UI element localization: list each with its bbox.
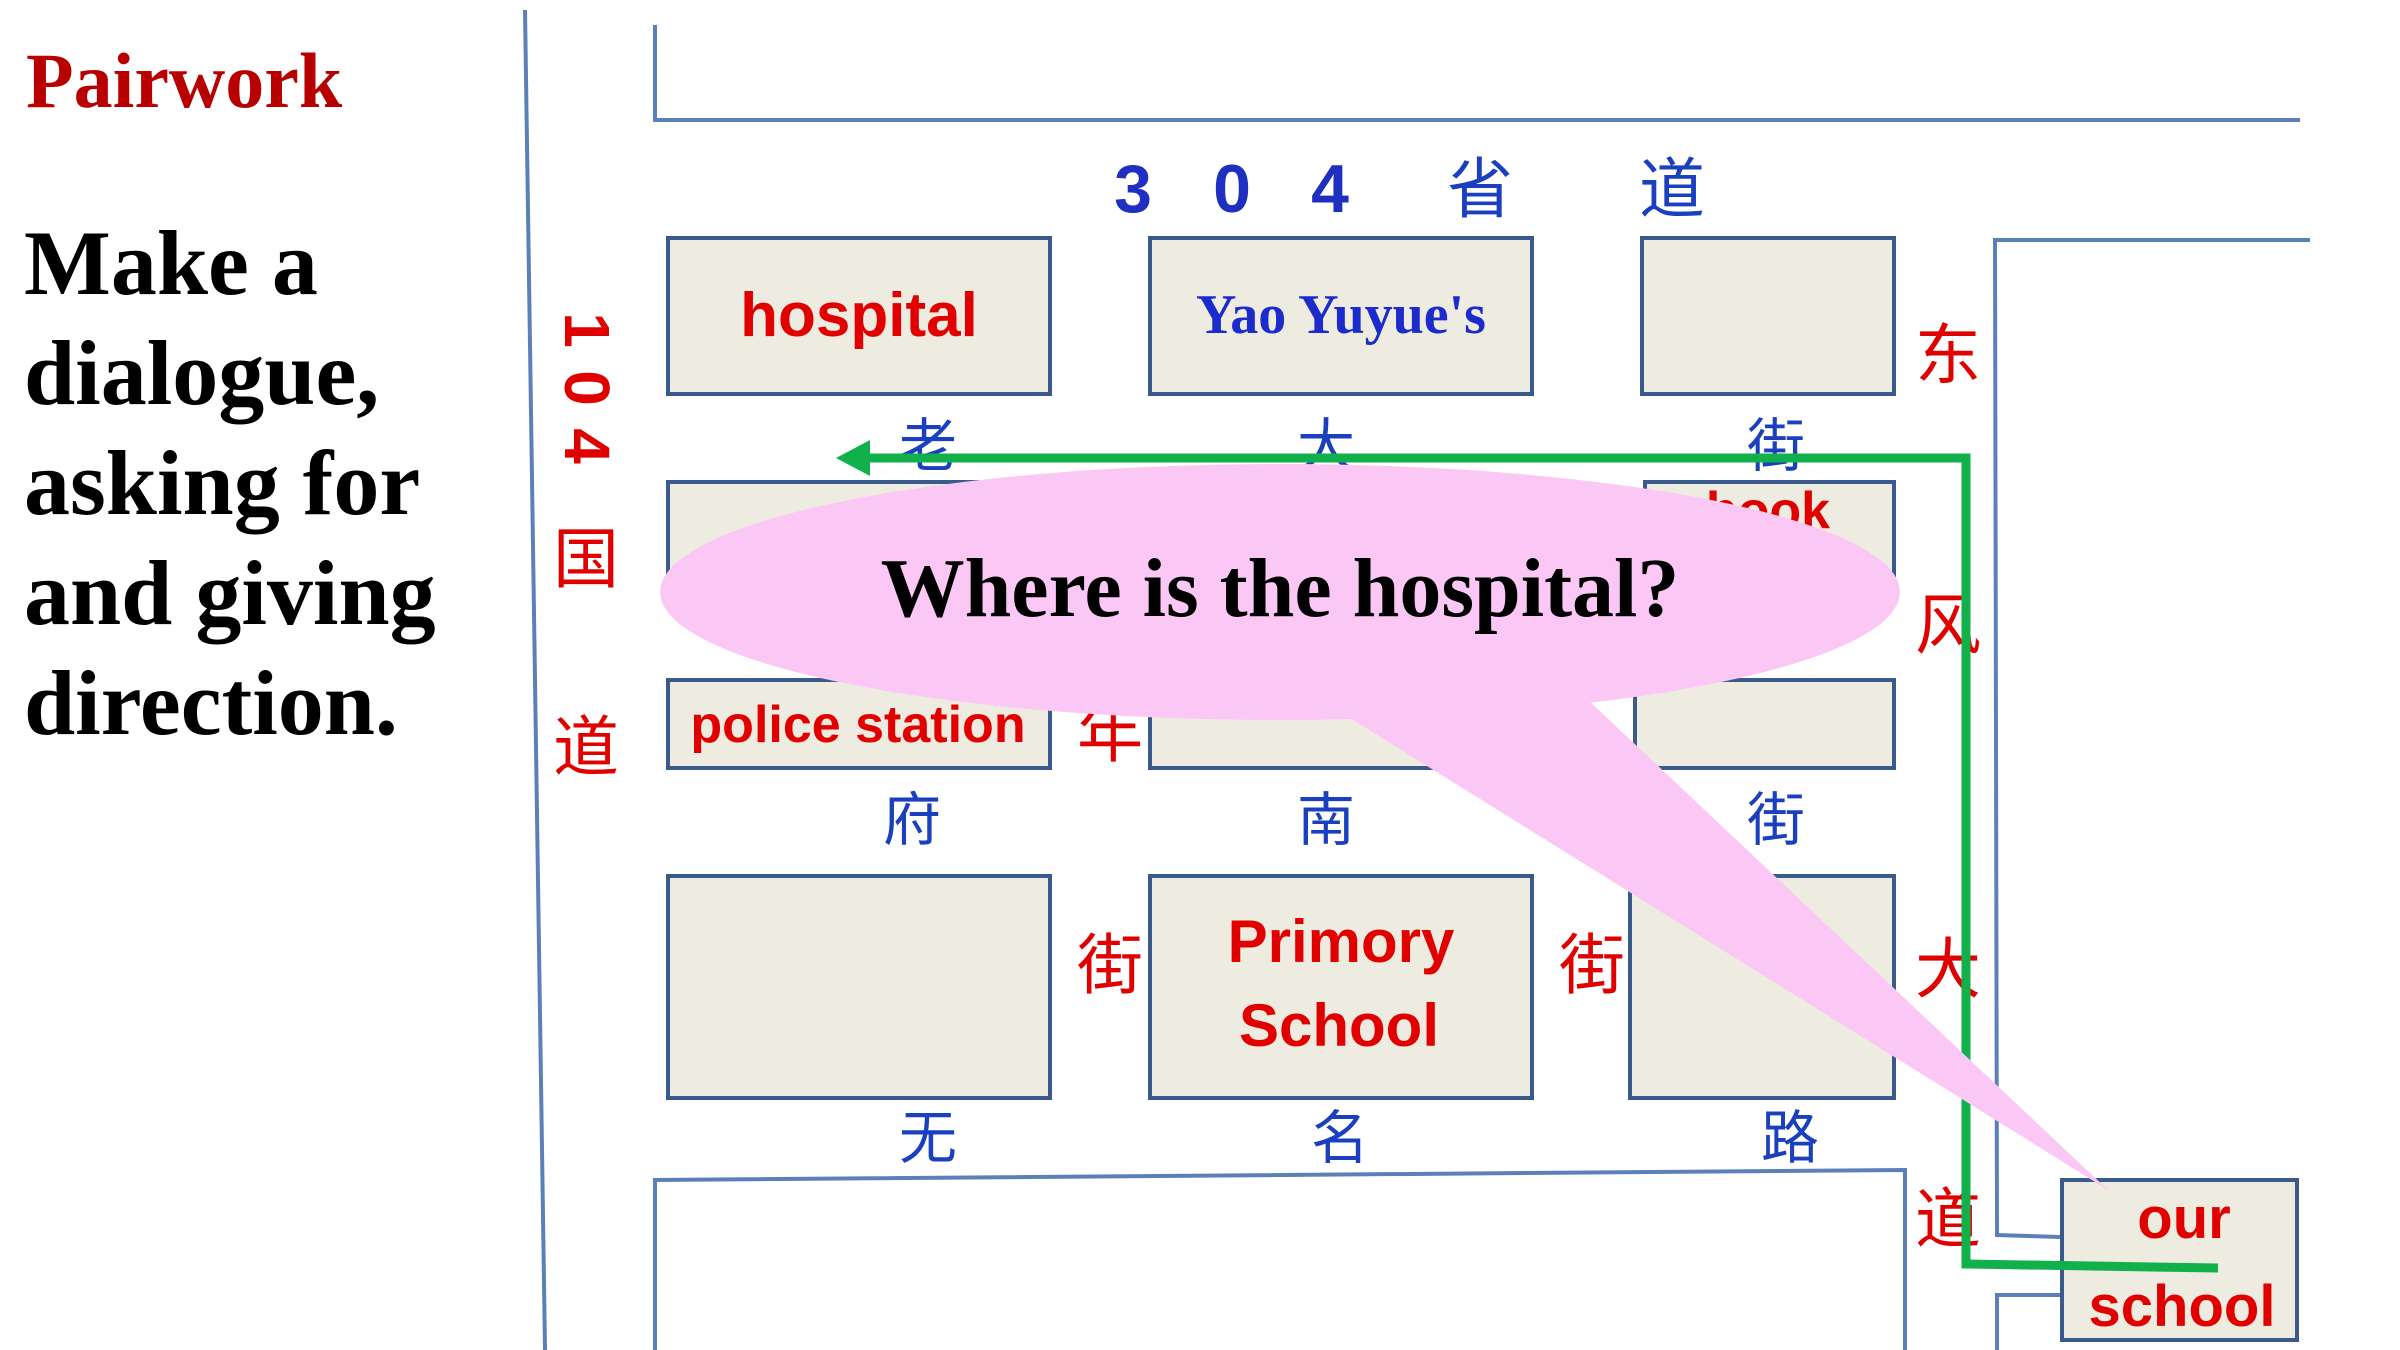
road-lines — [523, 9, 2310, 1350]
instruction-line: Make a — [24, 212, 318, 314]
primary-school-building — [1148, 874, 1534, 1100]
yao-yuyue-house — [1148, 236, 1534, 396]
our-school-label-2: school — [2089, 1274, 2276, 1339]
left-road-char: 国 — [553, 521, 619, 598]
middle-street-char: 南 — [1297, 786, 1355, 854]
upper-street-char: 老 — [899, 412, 957, 480]
route-line — [862, 453, 2219, 1273]
vertical-street-char: 街 — [1559, 927, 1625, 1004]
top-right-building — [1640, 236, 1896, 396]
top-road-number-digit: 3 — [1114, 151, 1152, 227]
our-school-building — [2060, 1178, 2299, 1342]
right-building-row3 — [1633, 678, 1896, 770]
east-road-char: 道 — [1915, 1181, 1981, 1258]
left-road-number-digit: 0 — [551, 370, 623, 406]
instruction-line: direction. — [24, 652, 398, 754]
primary-school-label-1: Primory — [1228, 908, 1455, 975]
police-station-label: police station — [690, 696, 1025, 754]
instruction-text: Make a dialogue, asking for and giving d… — [24, 208, 494, 758]
lower-street-char: 路 — [1761, 1104, 1819, 1172]
top-road-number-digit: 4 — [1311, 151, 1349, 227]
left-road-label: 1 0 4 国 道 — [551, 312, 623, 786]
middle-street-label: 府 南 街 — [883, 786, 1805, 854]
hospital-label: hospital — [740, 281, 978, 350]
hospital-building — [666, 236, 1052, 396]
lower-street-char: 名 — [1311, 1104, 1369, 1172]
upper-street-char: 街 — [1747, 412, 1805, 480]
speech-bubble-tail — [1305, 650, 2108, 1190]
east-road-char: 大 — [1915, 931, 1981, 1008]
instruction-line: asking for — [24, 432, 421, 534]
lower-street-label: 无 名 路 — [899, 1104, 1819, 1172]
top-road-label: 3 0 4 省 道 — [1114, 151, 1705, 228]
vertical-street-2-label: 街 — [1559, 927, 1625, 1004]
road-line-top-block — [653, 25, 2300, 122]
lower-street-char: 无 — [899, 1104, 957, 1172]
top-road-char: 道 — [1639, 151, 1705, 228]
vertical-street-1-label: 年 街 — [1077, 695, 1143, 1004]
speech-bubble-body — [660, 464, 1900, 720]
middle-street-char: 街 — [1747, 786, 1805, 854]
road-line-right-lower — [1995, 1293, 2060, 1350]
slide-title: Pairwork — [26, 37, 343, 124]
road-line-left-edge — [523, 9, 547, 1350]
left-road-number-digit: 4 — [551, 428, 623, 464]
instruction-line: and giving — [24, 542, 436, 644]
east-road-char: 风 — [1915, 587, 1981, 664]
bottom-left-building — [666, 874, 1052, 1100]
speech-bubble-text: Where is the hospital? — [881, 542, 1680, 635]
vertical-street-char: 街 — [1077, 927, 1143, 1004]
top-road-char: 省 — [1447, 151, 1513, 228]
instruction-line: dialogue, — [24, 322, 380, 424]
yao-yuyue-label: Yao Yuyue's — [1196, 284, 1486, 346]
route-arrowhead — [836, 440, 870, 476]
east-road-char: 东 — [1915, 317, 1981, 394]
road-line-right-block — [1992, 238, 2310, 1239]
route-path — [836, 440, 2219, 1273]
road-line-bottom-block — [653, 1167, 1907, 1350]
left-road-number-digit: 1 — [551, 312, 623, 348]
left-road-char: 道 — [553, 709, 619, 786]
middle-street-char: 府 — [883, 786, 941, 854]
our-school-label-1: our — [2137, 1186, 2230, 1251]
primary-school-label-2: School — [1239, 992, 1439, 1059]
top-road-number-digit: 0 — [1213, 151, 1251, 227]
speech-bubble: Where is the hospital? — [660, 464, 2108, 1190]
